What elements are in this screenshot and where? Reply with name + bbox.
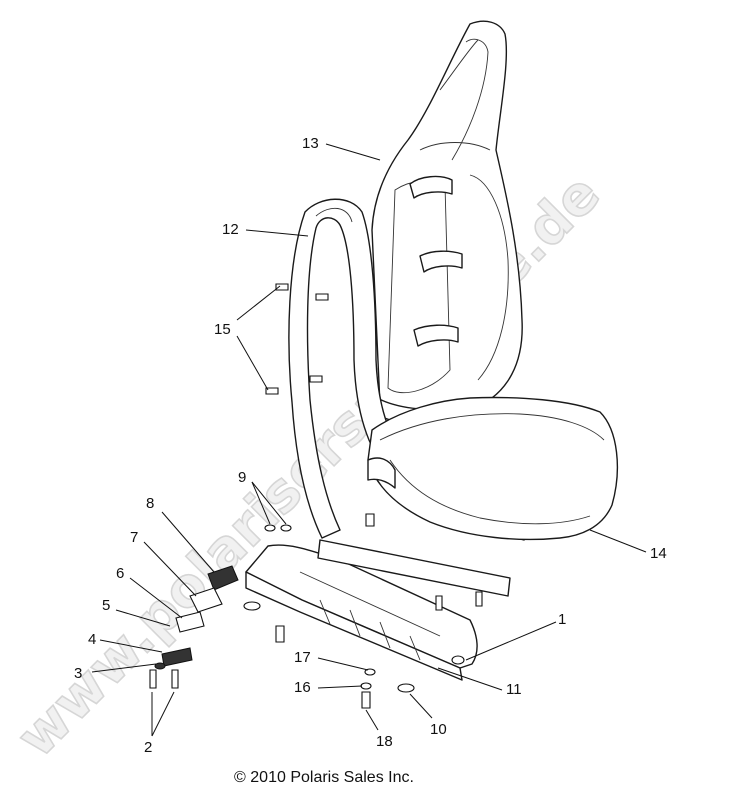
callout-5: 5 [102, 597, 110, 614]
callout-4: 4 [88, 631, 96, 648]
callout-13: 13 [302, 135, 319, 152]
callout-10: 10 [430, 721, 447, 738]
callout-11: 11 [506, 681, 522, 698]
leader-lines [91, 143, 647, 737]
callout-17: 17 [294, 649, 311, 666]
callout-14: 14 [650, 545, 667, 562]
callout-1: 1 [558, 611, 566, 628]
seat-cushion [367, 396, 619, 541]
callout-2: 2 [144, 739, 152, 756]
callout-18: 18 [376, 733, 393, 750]
callout-7: 7 [130, 529, 138, 546]
base-plate [243, 539, 511, 681]
callout-16: 16 [294, 679, 311, 696]
callout-12: 12 [222, 221, 239, 238]
copyright-text: © 2010 Polaris Sales Inc. [234, 769, 414, 786]
callout-3: 3 [74, 665, 82, 682]
callout-9: 9 [238, 469, 246, 486]
seat-back [371, 20, 523, 427]
callout-labels: 1 2 3 4 5 6 7 8 9 10 11 12 13 14 15 16 1… [74, 135, 667, 756]
callout-15: 15 [214, 321, 231, 338]
callout-8: 8 [146, 495, 154, 512]
callout-6: 6 [116, 565, 124, 582]
hardware [149, 283, 483, 709]
